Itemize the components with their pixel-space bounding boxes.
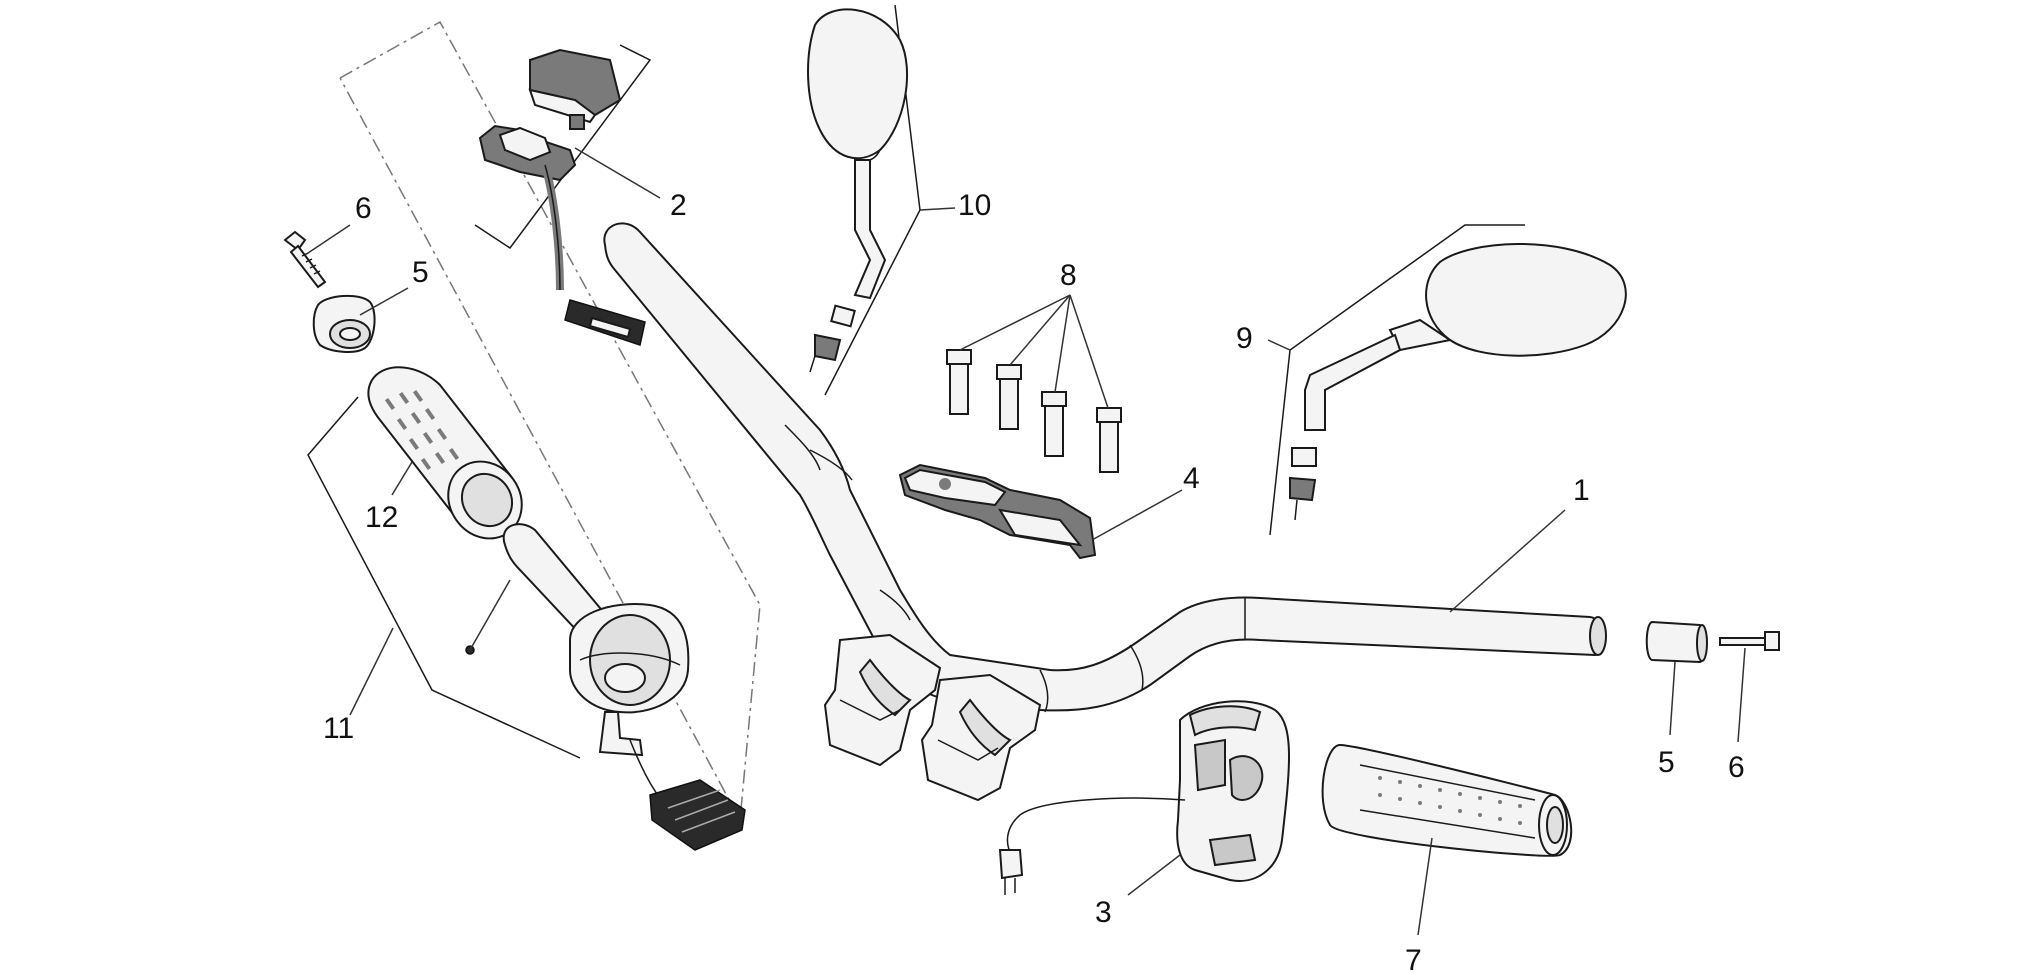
callout-5-right: 5 (1658, 746, 1675, 779)
leader-5-right (1669, 661, 1676, 736)
callout-6-right: 6 (1728, 751, 1745, 784)
clamp-screws (946, 349, 1122, 473)
left-switch-heated (474, 44, 652, 346)
callout-10: 10 (958, 189, 991, 222)
leader-6-left (304, 224, 351, 256)
callout-1: 1 (1573, 474, 1590, 507)
callout-2: 2 (670, 189, 687, 222)
callout-12: 12 (365, 501, 398, 534)
assembly-outline-dashed (339, 20, 761, 823)
leader-10 (919, 207, 956, 211)
leader-8b (1009, 294, 1071, 366)
leader-6-right (1737, 647, 1746, 743)
screw-left (283, 230, 327, 289)
throttle-kit (307, 396, 746, 851)
callout-8: 8 (1060, 259, 1077, 292)
leader-12 (391, 461, 413, 496)
right-switch (998, 700, 1290, 895)
callout-6-left: 6 (355, 192, 372, 225)
callout-9: 9 (1236, 322, 1253, 355)
callout-11: 11 (323, 712, 354, 745)
upper-clamp (898, 463, 1097, 560)
screw-right (1719, 631, 1780, 651)
mirror-right (1269, 224, 1627, 536)
callout-4: 4 (1183, 462, 1200, 495)
leader-2 (574, 147, 661, 199)
leader-11a (349, 627, 394, 716)
weight-right (1645, 620, 1708, 664)
leader-8a (959, 294, 1071, 351)
mirror-left (807, 4, 921, 396)
callout-7: 7 (1405, 944, 1422, 972)
leader-3 (1127, 854, 1181, 896)
lower-risers (823, 633, 1042, 802)
leader-8c (1054, 294, 1071, 393)
leader-8d (1069, 294, 1109, 409)
leader-7 (1417, 837, 1433, 936)
leader-5-left (359, 287, 409, 316)
handlebar-tube (603, 222, 1607, 713)
leader-11b (469, 579, 511, 651)
callout-5-left: 5 (412, 256, 429, 289)
callout-3: 3 (1095, 896, 1112, 929)
leader-9 (1267, 339, 1291, 351)
leader-4 (1091, 489, 1183, 541)
weight-left (312, 294, 376, 353)
grip-left (367, 366, 523, 540)
leader-lines (304, 147, 1746, 936)
callout-numbers: 1 2 3 4 5 5 6 6 7 8 9 10 11 12 (323, 189, 1745, 972)
leader-1 (1449, 509, 1566, 613)
grip-right (1321, 743, 1573, 857)
